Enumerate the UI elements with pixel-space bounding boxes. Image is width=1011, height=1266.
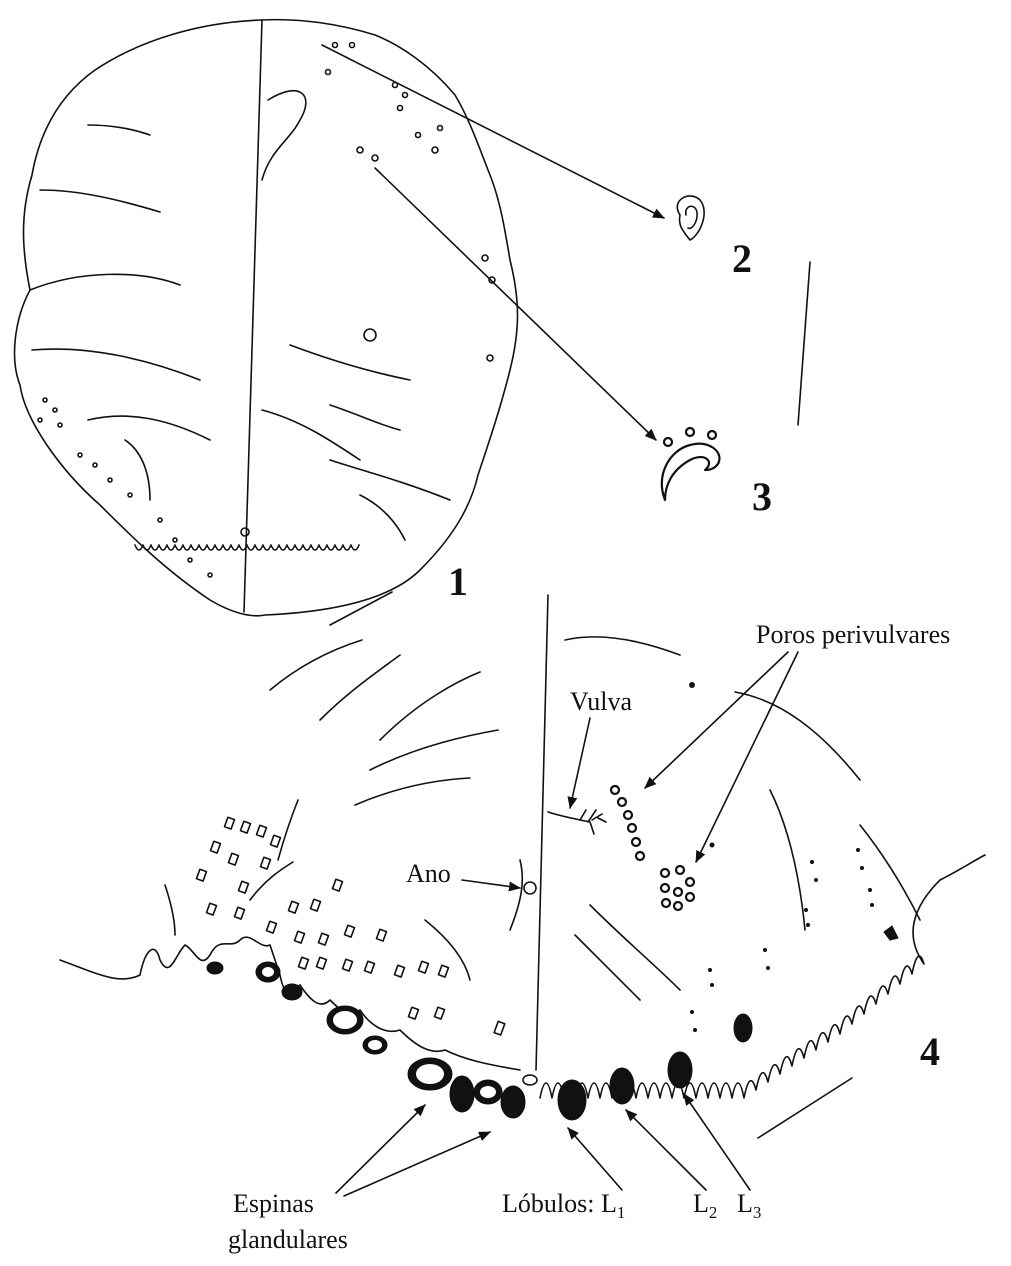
segment-line — [30, 274, 180, 290]
anus — [524, 882, 536, 894]
median-line — [244, 20, 262, 612]
left-margin — [60, 937, 520, 1070]
body-curve — [590, 905, 680, 990]
arrow-lobulo-l1 — [568, 1128, 622, 1190]
figure-4-pygidium — [60, 595, 985, 1138]
scale-bar-4 — [758, 1078, 852, 1138]
arrow-lobulo-l3 — [684, 1094, 750, 1190]
arrow-vulva — [570, 718, 590, 808]
body-curve — [250, 862, 293, 900]
lobe-l1 — [558, 1080, 586, 1120]
label-poros-perivulvares: Poros perivulvares — [756, 620, 950, 649]
figure-number-1: 1 — [448, 559, 468, 604]
body-curve — [565, 637, 680, 655]
body-curve — [355, 778, 470, 805]
label-espinas-line1: Espinas — [233, 1189, 314, 1218]
margin-crease — [278, 800, 298, 860]
segment-line — [330, 460, 450, 500]
label-lobulo-l2: L2 — [693, 1189, 717, 1222]
margin-crease — [165, 885, 175, 935]
lobes — [558, 926, 898, 1120]
label-ano: Ano — [406, 859, 451, 888]
body-curve — [860, 825, 920, 920]
body-curve — [770, 790, 805, 930]
figure-number-3: 3 — [752, 474, 772, 519]
vulva-shape — [548, 810, 606, 834]
scale-bar-1 — [330, 592, 392, 625]
body-outline — [15, 20, 518, 616]
label-lobulo-l2-sub: 2 — [709, 1203, 718, 1222]
label-lobulo-l3: L3 — [737, 1189, 761, 1222]
lobe-l2 — [610, 1068, 634, 1104]
body-curve — [735, 692, 860, 780]
label-espinas-line2: glandulares — [228, 1225, 348, 1254]
body-curve — [510, 860, 522, 930]
detail-2-drawing — [677, 196, 704, 240]
figure-number-4: 4 — [920, 1029, 940, 1074]
label-lobulo-l3-sub: 3 — [753, 1203, 762, 1222]
arrow-poros-1 — [645, 652, 788, 788]
segment-line — [360, 495, 405, 540]
lobe-tip — [884, 926, 898, 940]
label-lobulo-l1-sub: 1 — [617, 1203, 626, 1222]
segment-line — [40, 190, 160, 212]
segment-line — [125, 440, 150, 500]
segment-line — [88, 125, 150, 135]
body-curve — [270, 640, 362, 690]
segment-line — [88, 416, 210, 440]
perivulvar-pores — [611, 786, 694, 910]
arrow-to-detail-3 — [375, 168, 656, 440]
label-lobulos-prefix: Lóbulos: L — [502, 1189, 617, 1218]
body-curve — [370, 730, 498, 770]
label-lobulos: Lóbulos: L1 — [502, 1189, 625, 1222]
gland-spines-left — [207, 962, 537, 1118]
label-lobulo-l3-letter: L — [737, 1189, 753, 1218]
segment-line — [262, 410, 360, 460]
detail-3-drawing — [662, 428, 720, 500]
arrow-poros-2 — [696, 652, 798, 862]
figure-1-body — [15, 20, 518, 625]
label-lobulo-l2-letter: L — [693, 1189, 709, 1218]
segment-line — [330, 405, 400, 430]
right-margin — [540, 855, 985, 1098]
body-curve — [380, 672, 480, 740]
body-curve — [320, 655, 400, 720]
label-vulva: Vulva — [570, 687, 632, 716]
segment-line — [290, 345, 410, 380]
arrow-to-detail-2 — [322, 45, 664, 218]
median-line-4 — [536, 595, 548, 1070]
body-curve — [575, 935, 640, 1000]
posterior-margin — [135, 545, 359, 550]
antenna-outline — [262, 91, 306, 180]
arrow-lobulo-l2 — [626, 1110, 706, 1190]
scale-bar-2 — [798, 262, 810, 425]
dorsal-setae-right — [690, 683, 874, 1032]
lobe-l3 — [668, 1052, 692, 1088]
dorsal-pores — [38, 43, 495, 578]
wax-ducts-left — [196, 817, 504, 1035]
figure-number-2: 2 — [732, 236, 752, 281]
lobe-l4 — [734, 1014, 752, 1042]
segment-line — [32, 349, 200, 380]
arrow-ano — [462, 880, 520, 888]
